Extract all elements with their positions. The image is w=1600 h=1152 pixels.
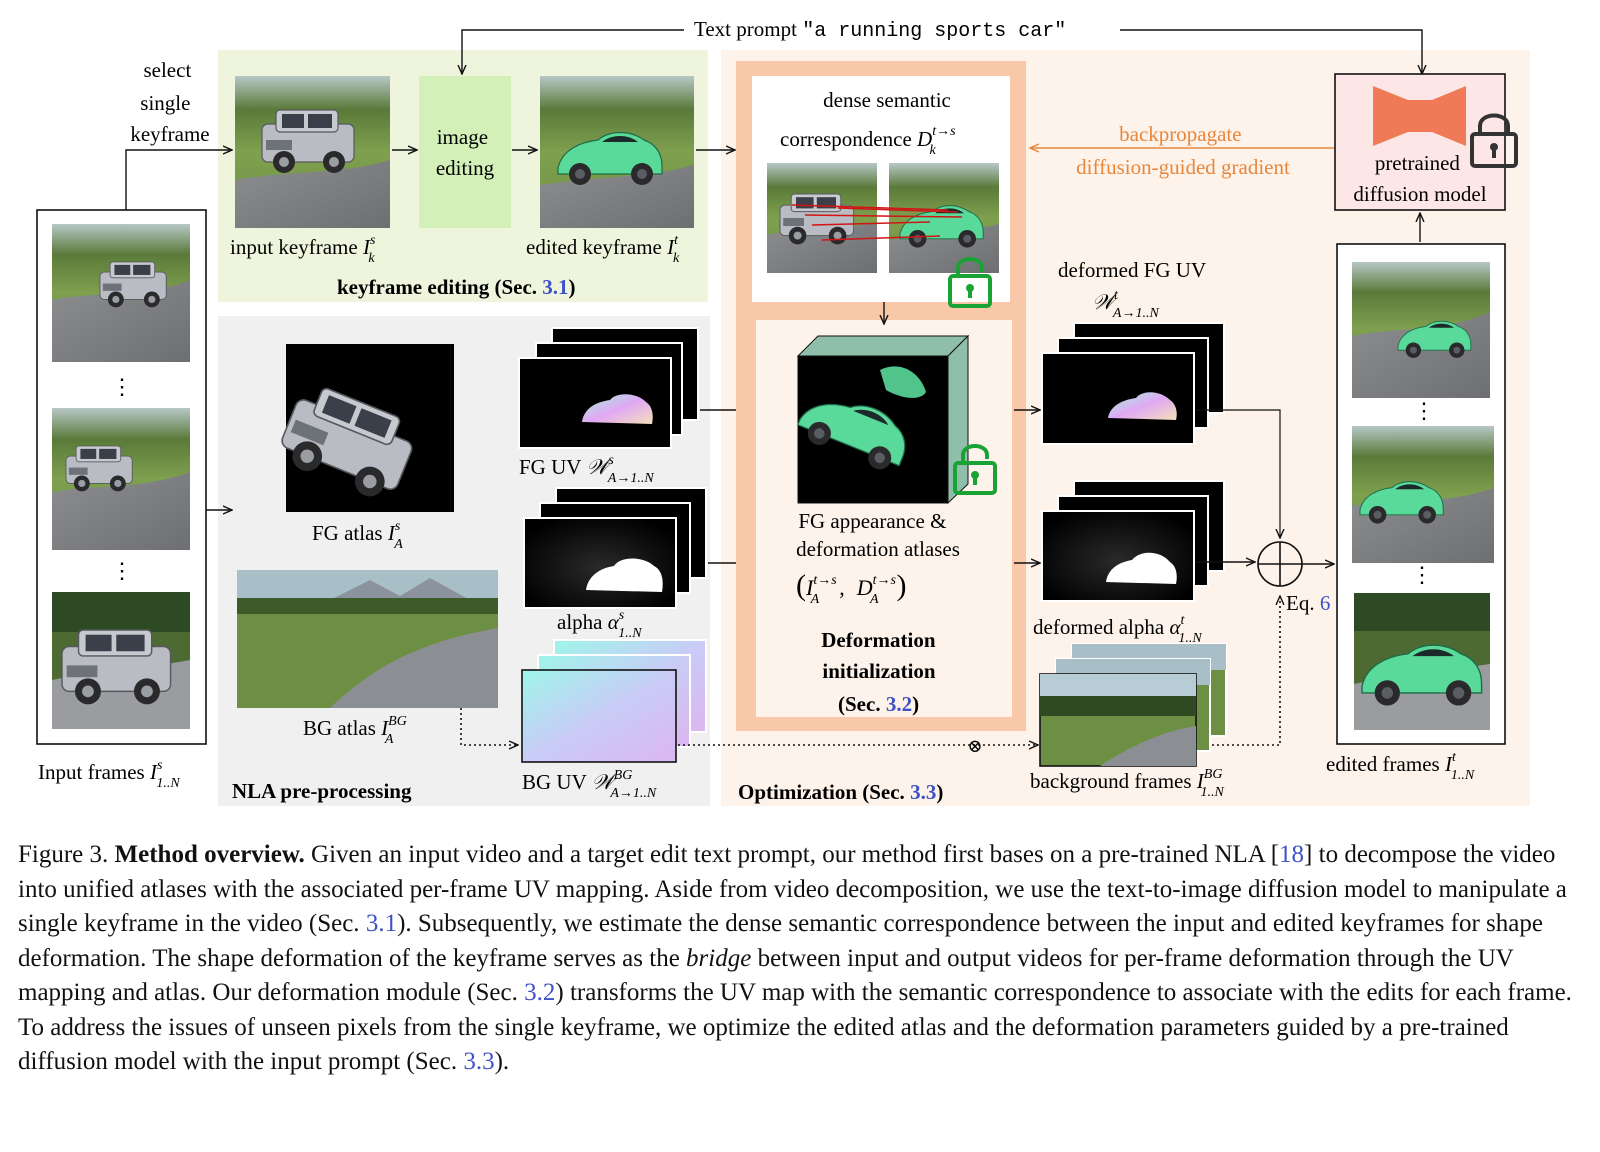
otimes-symbol: ⊗ xyxy=(967,736,982,756)
caption-label: Figure 3. xyxy=(18,841,109,868)
deformation-init-ref: (Sec. 3.2) xyxy=(838,692,919,716)
correspondence-input-image xyxy=(767,163,877,273)
nla-preprocessing-label: NLA pre-processing xyxy=(232,779,412,803)
deformed-alpha-stack xyxy=(1041,480,1225,602)
input-frames-ellipsis-1: ⋮ xyxy=(111,374,133,399)
input-frame-2 xyxy=(52,408,190,550)
deformed-fg-uv-label: deformed FG UV xyxy=(1058,258,1206,282)
bg-atlas-dotted-arrow xyxy=(460,708,518,745)
prompt-arrow-right xyxy=(1120,29,1422,74)
fg-appearance-label: FG appearance & deformation atlases xyxy=(796,509,960,561)
backprop-label: backpropagate diffusion-guided gradient xyxy=(1076,122,1290,179)
edited-frame-3 xyxy=(1354,593,1490,730)
lock-icon-diffusion xyxy=(1470,113,1518,168)
deformation-init-label: Deformation initialization xyxy=(821,628,941,683)
prompt-arrow-left xyxy=(462,29,684,74)
text-prompt-label: Text prompt "a running sports car" xyxy=(694,17,1066,43)
input-keyframe-image xyxy=(235,76,390,228)
background-frames-stack xyxy=(1039,643,1227,767)
caption-text-3: ). Subsequently, we estimate the dense s… xyxy=(18,910,1543,972)
bg-atlas-image xyxy=(237,570,498,708)
diffusion-model-icon xyxy=(1373,86,1466,146)
edited-frames-ellipsis-1: ⋮ xyxy=(1413,398,1435,423)
caption-text-5: ) transforms the UV map with the semanti… xyxy=(18,979,1572,1075)
input-frames-ellipsis-2: ⋮ xyxy=(111,558,133,583)
composite-oplus xyxy=(1257,541,1303,587)
pretrained-diffusion-box xyxy=(1334,73,1506,211)
input-frame-3 xyxy=(52,592,190,729)
edited-frame-2 xyxy=(1352,426,1494,563)
select-keyframe-label: select single keyframe xyxy=(130,58,209,146)
section-link-3-1[interactable]: 3.1 xyxy=(365,910,398,937)
correspondence-edited-image xyxy=(889,163,999,273)
method-overview-figure: Text prompt "a running sports car" selec… xyxy=(36,17,1530,806)
image-editing-box xyxy=(419,76,511,228)
image-editing-label: image editing xyxy=(436,125,495,180)
edited-frame-1 xyxy=(1352,262,1490,398)
caption-text-6: ). xyxy=(494,1048,510,1075)
fg-deformation-atlas-image xyxy=(792,334,970,505)
caption-text-2: ] to decompose the video into unified at… xyxy=(18,841,1567,937)
dense-correspondence-label: dense semantic xyxy=(823,88,951,112)
citation-link-18[interactable]: 18 xyxy=(1279,841,1305,868)
pretrained-diffusion-label: pretrained diffusion model xyxy=(1353,151,1486,206)
caption-text-1: Given an input video and a target edit t… xyxy=(304,841,1280,868)
deformed-fg-uv-stack xyxy=(1041,322,1225,445)
fg-atlas-image xyxy=(273,344,454,512)
select-keyframe-arrow xyxy=(125,150,232,210)
figure-caption: Figure 3. Method overview. Given an inpu… xyxy=(18,838,1580,1080)
alpha-stack xyxy=(523,487,707,609)
input-frame-1 xyxy=(52,224,190,362)
section-link-3-3[interactable]: 3.3 xyxy=(463,1048,495,1075)
caption-title: Method overview. xyxy=(114,841,305,868)
fg-uv-stack xyxy=(518,327,699,449)
section-link-3-2[interactable]: 3.2 xyxy=(524,979,556,1006)
eq-label: Eq. 6 xyxy=(1286,591,1330,615)
keyframe-editing-section-label: keyframe editing (Sec. 3.1) xyxy=(337,275,576,299)
caption-bridge: bridge xyxy=(686,944,752,972)
bg-uv-stack xyxy=(521,639,707,763)
edited-keyframe-image xyxy=(540,76,694,228)
correspondence-lines xyxy=(791,204,963,241)
caption-text-4: between input and output videos for per-… xyxy=(18,944,1514,1007)
fguv-to-composite xyxy=(1196,409,1280,538)
optimization-section-label: Optimization (Sec. 3.3) xyxy=(738,780,943,804)
edited-frames-ellipsis-2: ⋮ xyxy=(1411,562,1433,587)
